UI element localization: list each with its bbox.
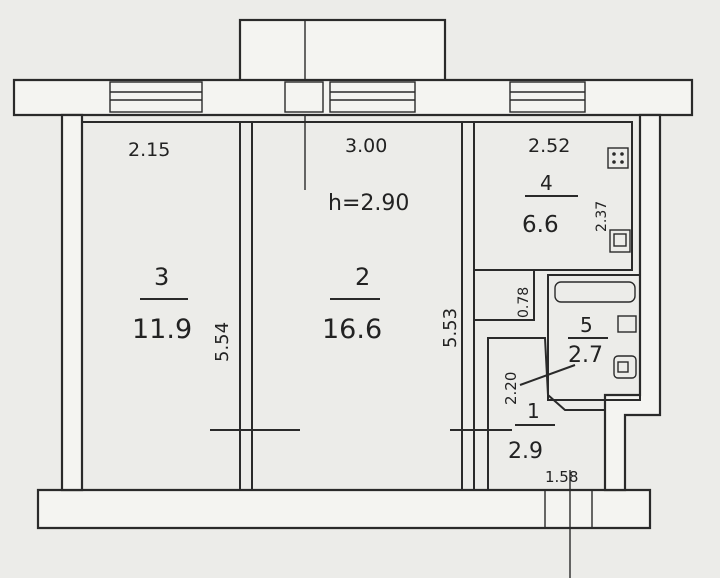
balcony: [238, 18, 447, 84]
room-4-number: 4: [540, 171, 553, 195]
exterior-wall-top: [12, 78, 694, 117]
room-4: [473, 121, 633, 271]
stove-icon: [607, 147, 629, 169]
room-4-width-label: 2.52: [528, 135, 570, 157]
room-2-area: 16.6: [322, 314, 382, 345]
entrance-door: [544, 470, 593, 578]
washbasin-icon: [617, 315, 637, 333]
hall-length-label: 2.20: [502, 372, 520, 405]
room-5: [547, 274, 641, 401]
room-1-number: 1: [527, 399, 540, 423]
room-2-width-label: 3.00: [345, 135, 387, 157]
room-3-area: 11.9: [132, 314, 192, 345]
exterior-wall-right: [603, 113, 662, 492]
room-1: [487, 337, 606, 491]
window-room-3: [109, 81, 203, 113]
window-room-4: [509, 81, 586, 113]
corridor: [473, 269, 535, 321]
room-3-length-label: 5.54: [212, 322, 233, 362]
room-2-number: 2: [355, 263, 370, 291]
room-3-width-label: 2.15: [128, 139, 170, 161]
toilet-icon: [613, 355, 637, 379]
room-5-area: 2.7: [568, 343, 603, 368]
exterior-wall-left: [60, 113, 84, 492]
balcony-door: [284, 81, 324, 113]
bathtub-icon: [554, 281, 636, 303]
exterior-wall-bottom: [36, 488, 652, 530]
room-5-number: 5: [580, 313, 593, 337]
corridor-width-label: 0.78: [516, 287, 532, 318]
ceiling-height-label: h=2.90: [328, 191, 409, 216]
room-4-length-label: 2.37: [594, 201, 610, 232]
room-3-number: 3: [154, 263, 169, 291]
window-room-2: [329, 81, 416, 113]
room-4-area: 6.6: [522, 212, 559, 238]
sink-icon: [609, 229, 631, 253]
hall-width-label: 1.58: [545, 468, 578, 486]
room-2-length-label: 5.53: [440, 308, 461, 348]
room-1-area: 2.9: [508, 439, 543, 464]
